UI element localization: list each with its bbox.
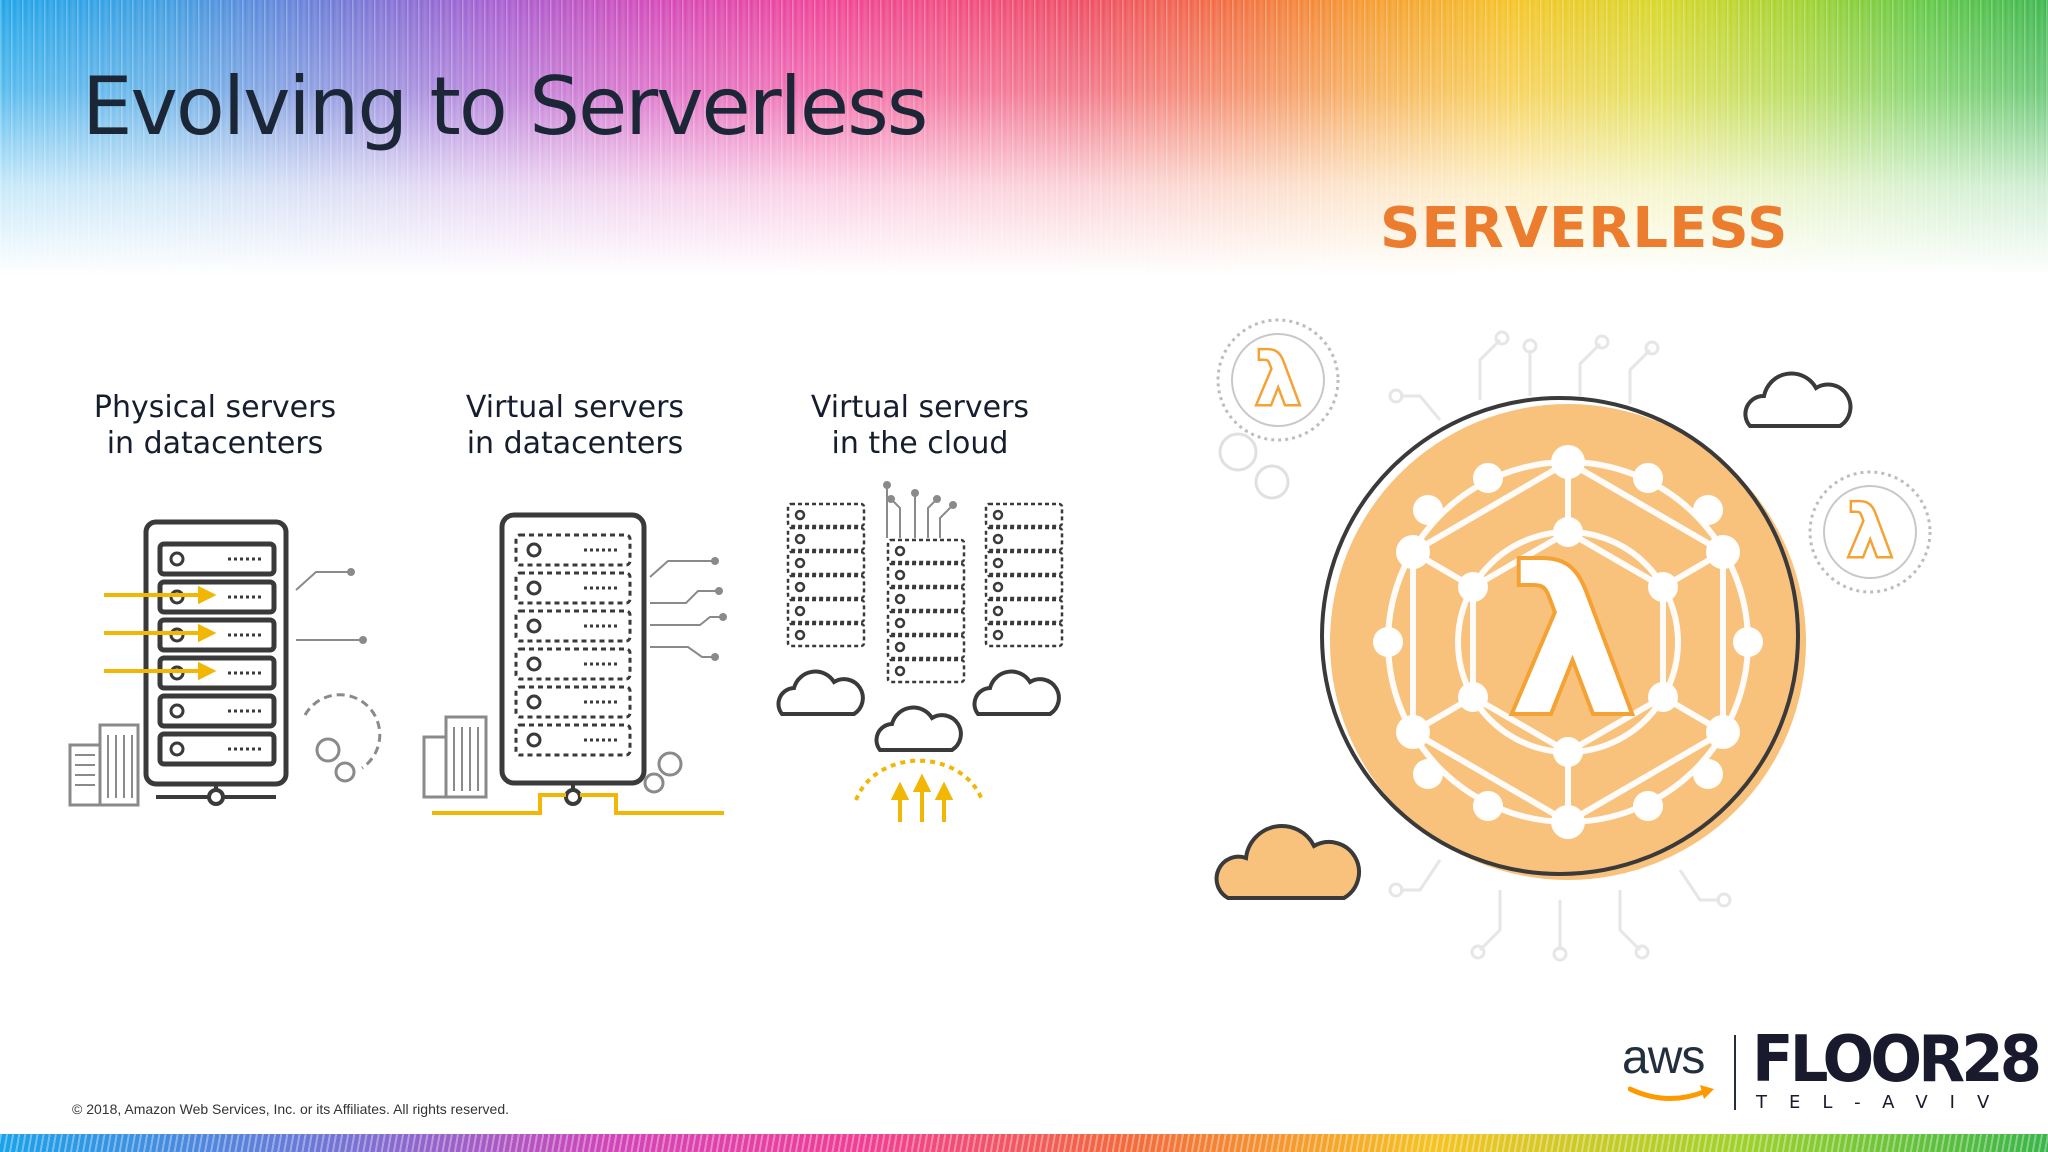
rainbow-footer-band bbox=[0, 1134, 2048, 1152]
server-rack-icon bbox=[786, 502, 1064, 684]
cloud-servers-illustration bbox=[776, 481, 1064, 822]
physical-server-illustration bbox=[68, 519, 382, 807]
circuit-icon bbox=[649, 557, 727, 661]
lambda-icon: λ bbox=[1848, 491, 1892, 573]
serverless-heading: SERVERLESS bbox=[1380, 196, 1789, 261]
gear-icon bbox=[303, 693, 382, 783]
lambda-badge: λ bbox=[1808, 470, 1932, 594]
floor28-subtitle: TEL-AVIV bbox=[1756, 1092, 2012, 1113]
caption-virtual-datacenter: Virtual servers in datacenters bbox=[440, 390, 710, 462]
cloud-icon bbox=[776, 669, 1061, 752]
lambda-badge: λ bbox=[1216, 318, 1340, 442]
circuit-icon bbox=[1388, 330, 1732, 962]
caption-virtual-cloud: Virtual servers in the cloud bbox=[790, 390, 1050, 462]
server-rack-icon bbox=[143, 519, 289, 806]
caption-line: Virtual servers bbox=[810, 390, 1030, 425]
aws-logo: aws bbox=[1622, 1031, 1705, 1084]
datacenter-power-lines bbox=[432, 793, 724, 815]
arrow-icon bbox=[854, 758, 984, 822]
server-rack-icon bbox=[499, 512, 647, 806]
lambda-icon: λ bbox=[1256, 339, 1300, 421]
virtual-datacenter-illustration bbox=[422, 512, 727, 815]
cloud-icon bbox=[1743, 371, 1853, 428]
page-title: Evolving to Serverless bbox=[82, 60, 928, 153]
circuit-icon bbox=[883, 481, 957, 538]
arrow-icon bbox=[104, 585, 217, 681]
aws-smile-icon bbox=[1628, 1085, 1714, 1102]
copyright-notice: © 2018, Amazon Web Services, Inc. or its… bbox=[72, 1101, 509, 1117]
server-led-icon bbox=[794, 509, 1004, 677]
caption-line: in datacenters bbox=[106, 426, 324, 461]
logo-divider bbox=[1734, 1035, 1736, 1110]
circuit-icon bbox=[295, 568, 367, 644]
caption-line: Virtual servers bbox=[465, 390, 685, 425]
cloud-icon bbox=[1214, 824, 1362, 900]
lambda-sphere: λ bbox=[1320, 396, 1806, 880]
gear-icon bbox=[643, 751, 683, 794]
serverless-illustration: λ λ λ bbox=[1214, 318, 1932, 962]
caption-line: Physical servers bbox=[93, 390, 337, 425]
building-icon bbox=[68, 723, 140, 807]
gear-icon bbox=[1218, 432, 1290, 500]
caption-physical-servers: Physical servers in datacenters bbox=[80, 390, 350, 462]
caption-line: in datacenters bbox=[466, 426, 684, 461]
rainbow-banner bbox=[0, 0, 2048, 300]
caption-line: in the cloud bbox=[831, 426, 1009, 461]
floor28-logo: FLOOR28 bbox=[1752, 1023, 2042, 1097]
lambda-icon: λ bbox=[1509, 527, 1636, 760]
building-icon bbox=[422, 715, 488, 799]
